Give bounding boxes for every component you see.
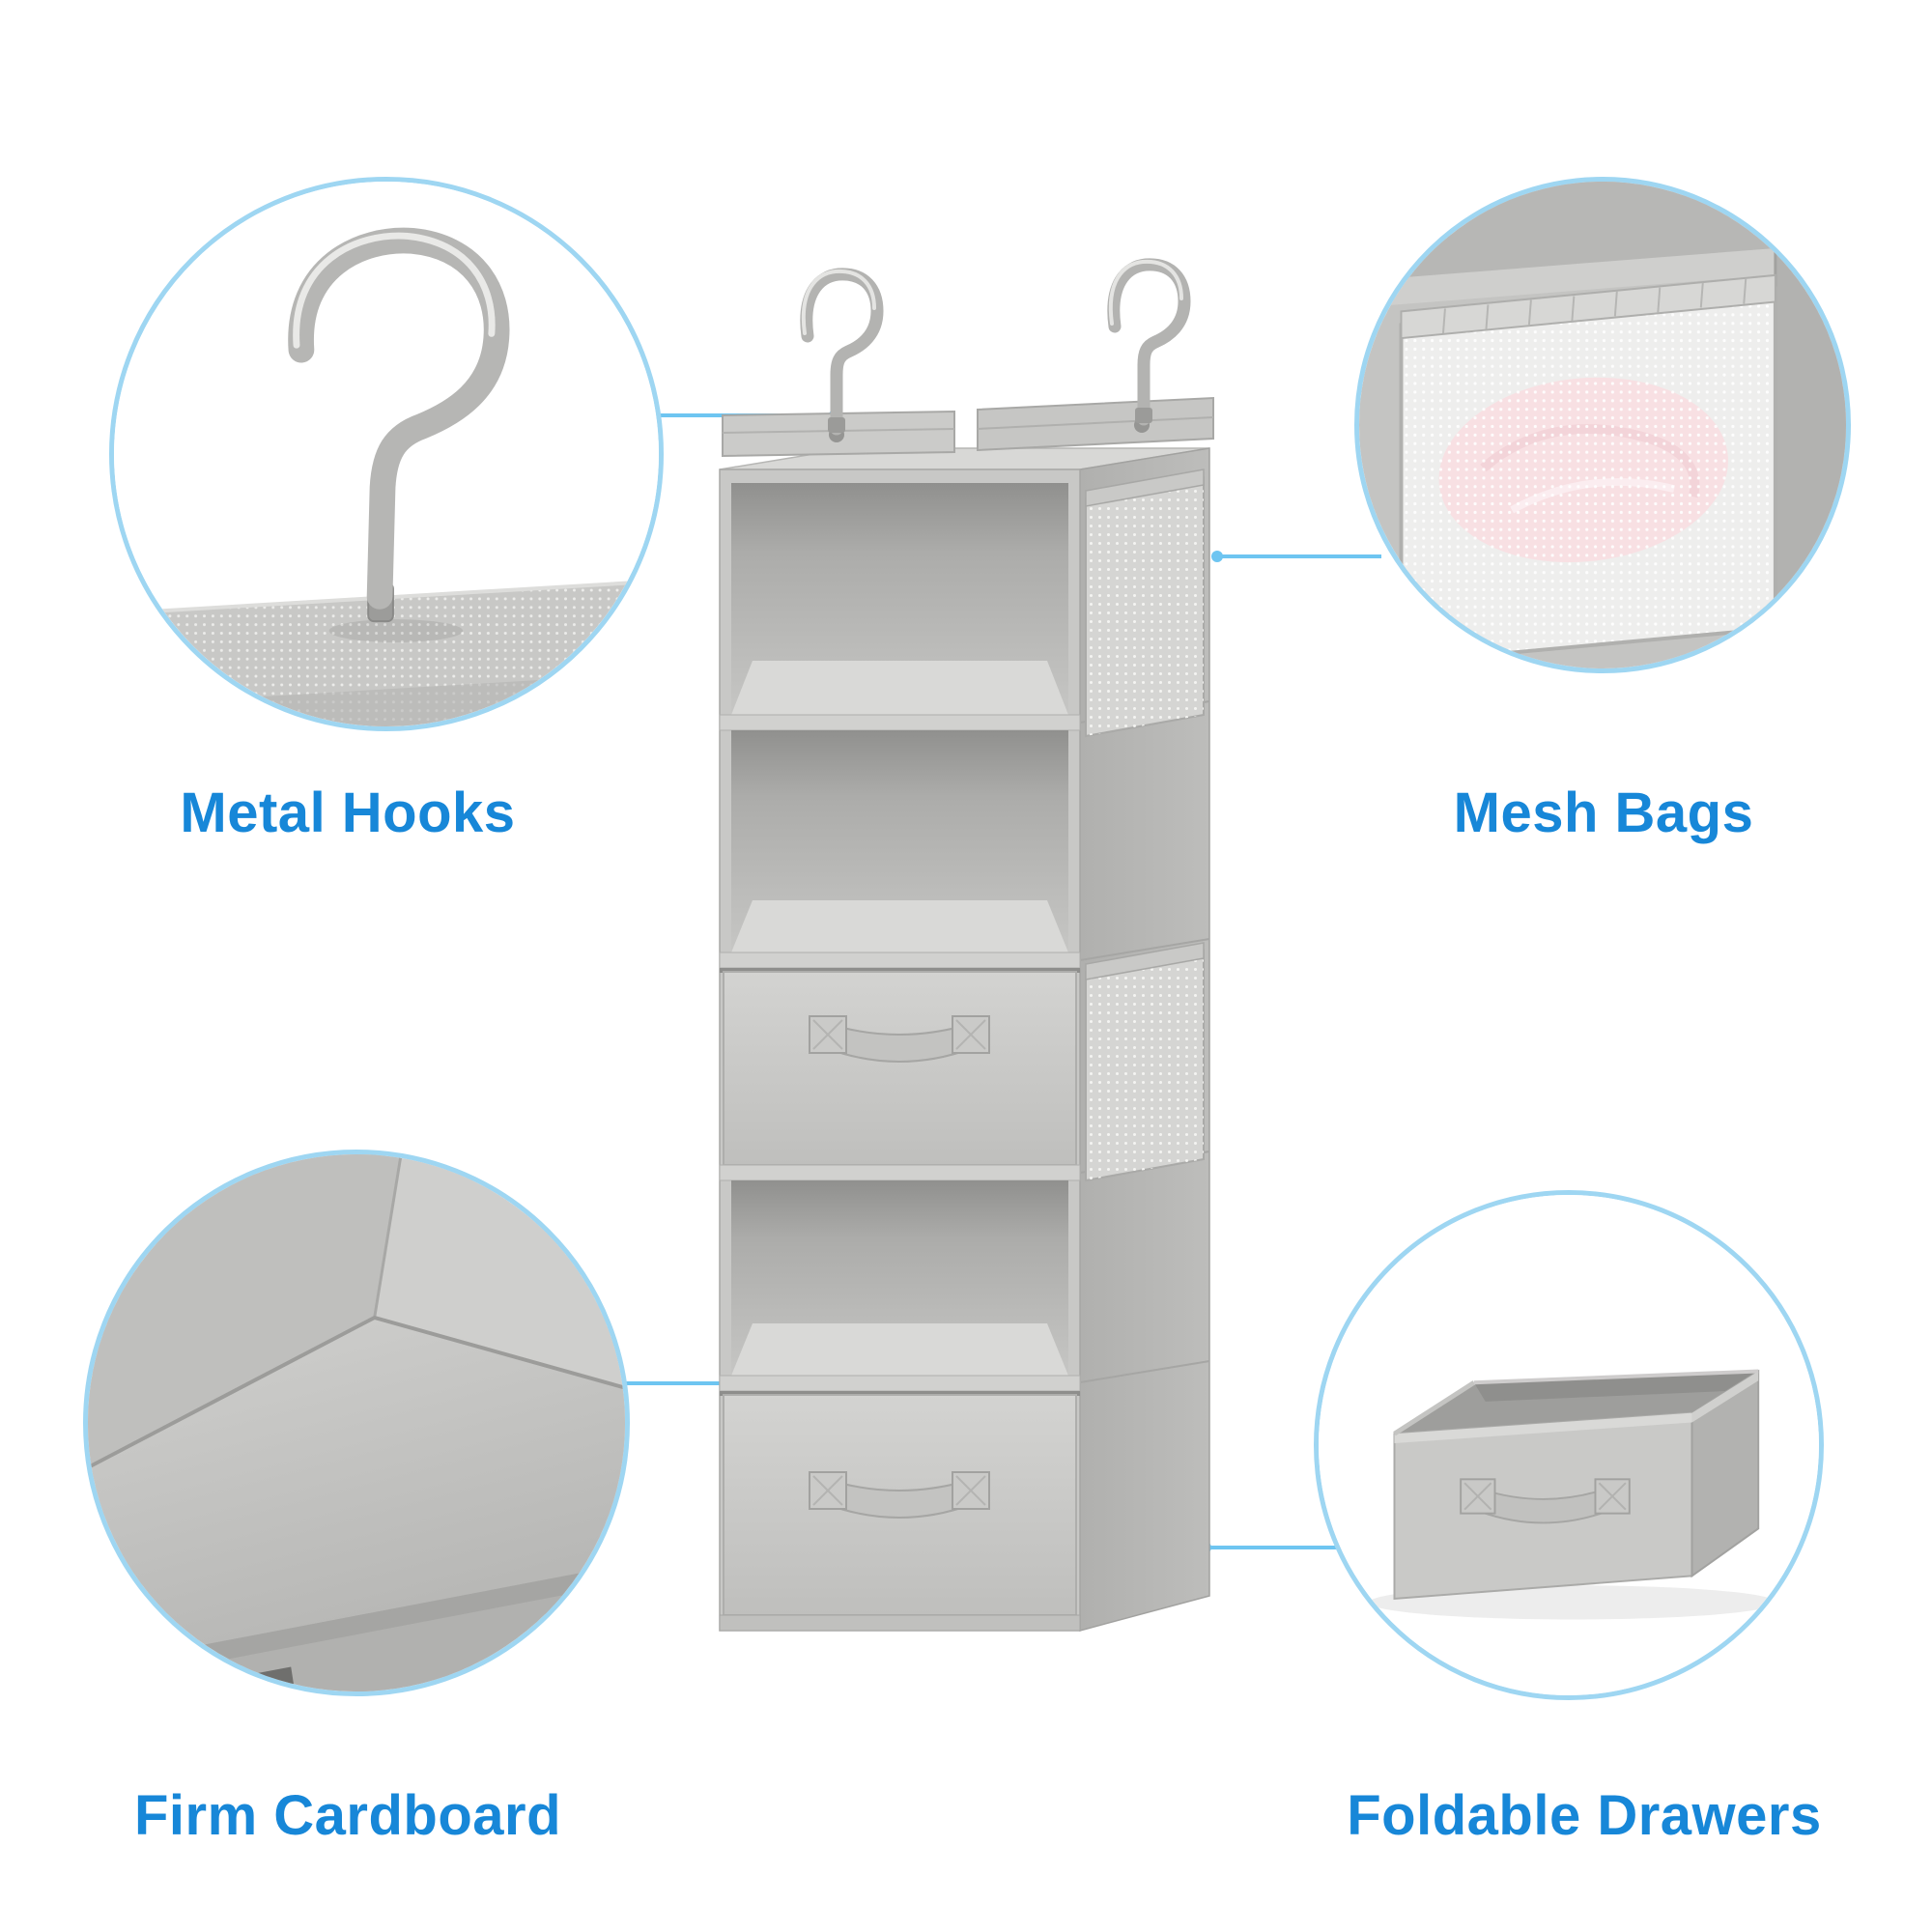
shelf-divider <box>719 952 1081 969</box>
callout-label-metal-hooks: Metal Hooks <box>180 781 516 844</box>
open-shelf-3 <box>731 1180 1068 1376</box>
foldable-drawer-image <box>1319 1195 1819 1695</box>
shelf-divider <box>719 1375 1081 1392</box>
drawer-1 <box>720 968 1080 1166</box>
callout-circle-metal-hooks <box>109 177 664 731</box>
metal-hook-left-icon <box>804 271 877 433</box>
callout-label-foldable-drawers: Foldable Drawers <box>1347 1784 1822 1847</box>
drawer-handle <box>1460 1478 1631 1524</box>
open-shelf-1 <box>731 483 1068 715</box>
callout-label-mesh-bags: Mesh Bags <box>1453 781 1754 844</box>
metal-hook-right-icon <box>1111 262 1184 423</box>
mesh-pocket-top <box>1085 469 1205 738</box>
drawer-2 <box>720 1391 1080 1616</box>
hanging-organizer-image <box>719 262 1214 1632</box>
callout-circle-firm-cardboard <box>83 1150 630 1696</box>
hanging-flap-right <box>977 396 1214 452</box>
open-shelf-2 <box>731 730 1068 952</box>
callout-label-firm-cardboard: Firm Cardboard <box>133 1784 562 1847</box>
shelf-divider <box>719 714 1081 731</box>
connector-dot-mesh-bags <box>1211 551 1223 562</box>
cardboard-closeup-image <box>88 1154 625 1691</box>
mesh-bag-closeup-image <box>1359 182 1846 668</box>
callout-circle-foldable-drawers <box>1314 1190 1824 1700</box>
metal-hook-closeup-image <box>114 182 659 726</box>
mesh-pocket-middle <box>1085 942 1205 1182</box>
shelf-divider <box>719 1164 1081 1181</box>
organizer-bottom-edge <box>719 1614 1081 1632</box>
callout-circle-mesh-bags <box>1354 177 1851 673</box>
elastic-gathers <box>1441 278 1747 334</box>
